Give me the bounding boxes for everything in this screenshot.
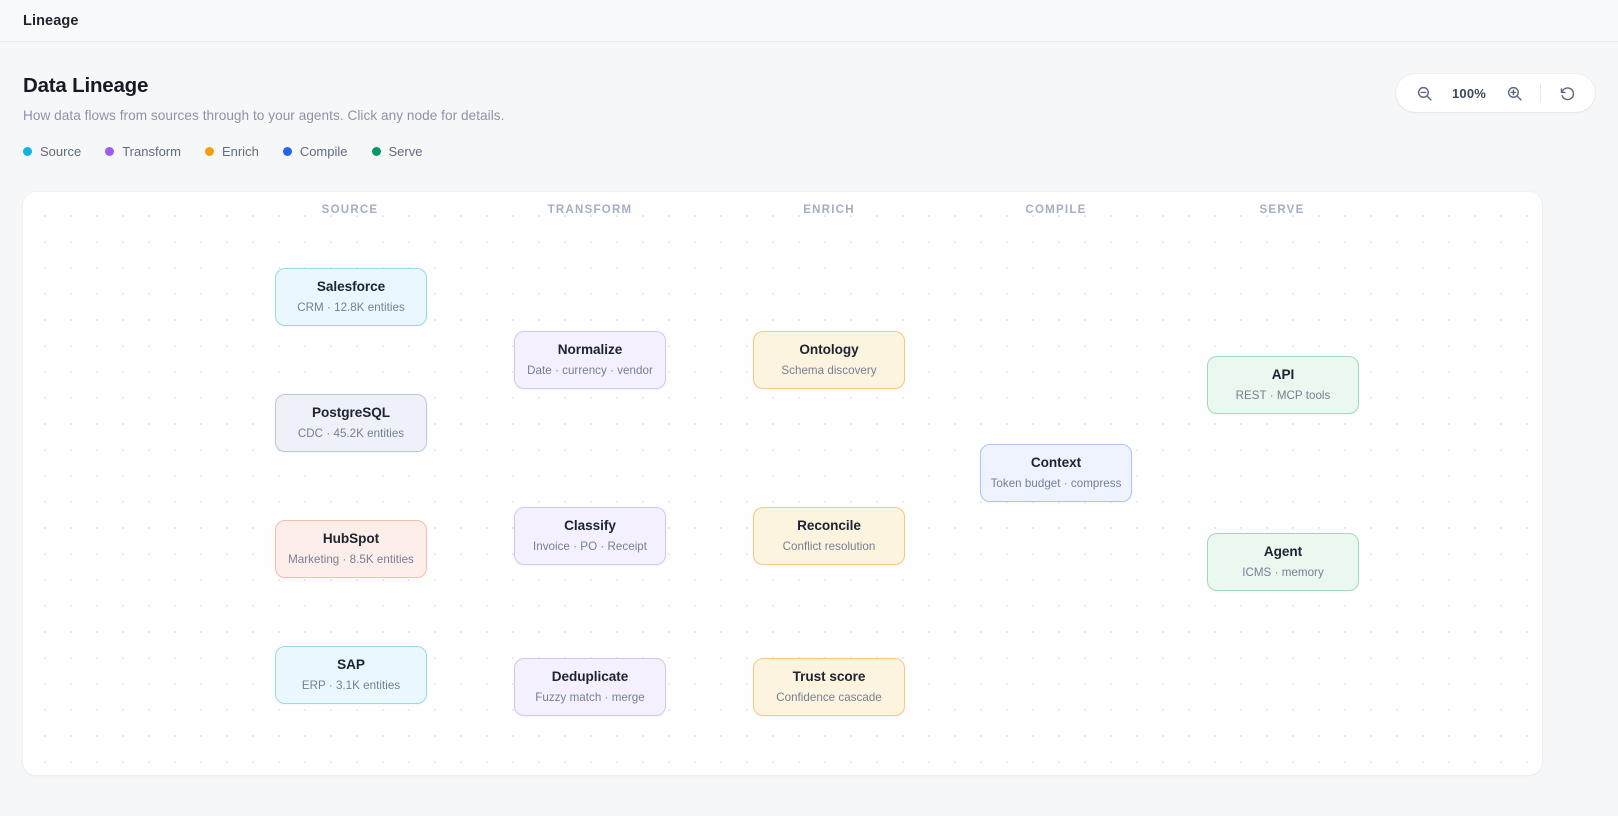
node-title: Agent <box>1263 544 1303 560</box>
node-title: Salesforce <box>316 279 386 295</box>
zoom-in-icon[interactable] <box>1502 81 1526 105</box>
node-meta: REST · MCP tools <box>1235 388 1331 402</box>
legend-dot-icon <box>371 147 381 156</box>
legend-item-enrich: Enrich <box>204 144 259 159</box>
node-title: HubSpot <box>322 531 380 547</box>
legend-label: Enrich <box>221 144 259 159</box>
legend-dot-icon <box>23 147 32 156</box>
legend-label: Source <box>40 144 82 159</box>
legend-item-compile: Compile <box>282 144 348 159</box>
legend-dot-icon <box>282 147 292 156</box>
stage-legend: Source Transform Enrich Compile Serve <box>23 144 1595 159</box>
legend-dot-icon <box>204 147 214 156</box>
node-meta: Token budget · compress <box>990 476 1122 490</box>
column-header-enrich: ENRICH <box>803 204 855 216</box>
node-title: Classify <box>564 518 616 534</box>
node-postgresql[interactable]: PostgreSQL CDC · 45.2K entities <box>275 394 427 452</box>
node-title: Reconcile <box>797 518 861 534</box>
page-header: Data Lineage How data flows from sources… <box>0 42 1618 159</box>
app-bar: Lineage <box>0 0 1618 42</box>
node-sap[interactable]: SAP ERP · 3.1K entities <box>275 646 427 704</box>
node-title: Ontology <box>799 342 859 358</box>
node-meta: ICMS · memory <box>1242 565 1324 579</box>
node-title: Context <box>1030 455 1082 471</box>
node-meta: CDC · 45.2K entities <box>297 426 405 440</box>
node-title: Deduplicate <box>551 669 629 685</box>
page-title: Data Lineage <box>23 74 149 97</box>
app-title: Lineage <box>23 12 79 29</box>
zoom-out-icon[interactable] <box>1412 81 1436 105</box>
node-meta: Schema discovery <box>781 363 877 377</box>
node-meta: Date · currency · vendor <box>527 363 653 377</box>
node-title: SAP <box>337 657 365 673</box>
zoom-toolbar: 100% <box>1396 74 1595 112</box>
page-subtitle: How data flows from sources through to y… <box>23 108 505 123</box>
legend-item-serve: Serve <box>371 144 423 159</box>
node-title: PostgreSQL <box>311 405 391 421</box>
node-title: Trust score <box>792 669 866 685</box>
column-header-compile: COMPILE <box>1025 204 1087 216</box>
legend-label: Transform <box>122 144 181 159</box>
node-meta: Conflict resolution <box>782 539 876 553</box>
column-header-transform: TRANSFORM <box>547 204 633 216</box>
node-api[interactable]: API REST · MCP tools <box>1207 356 1359 414</box>
zoom-level-label: 100% <box>1451 85 1487 101</box>
legend-item-source: Source <box>23 144 81 159</box>
column-header-serve: SERVE <box>1259 204 1305 216</box>
legend-label: Compile <box>299 144 348 159</box>
legend-item-transform: Transform <box>105 144 181 159</box>
node-meta: CRM · 12.8K entities <box>297 300 405 314</box>
node-meta: Fuzzy match · merge <box>535 690 645 704</box>
node-title: API <box>1271 367 1295 383</box>
column-header-source: SOURCE <box>321 204 379 216</box>
node-meta: ERP · 3.1K entities <box>301 678 401 692</box>
toolbar-divider <box>1540 84 1541 102</box>
lineage-canvas[interactable]: SOURCE TRANSFORM ENRICH COMPILE SERVE Salesf… <box>23 192 1542 775</box>
reset-icon[interactable] <box>1555 81 1579 105</box>
legend-label: Serve <box>388 144 423 159</box>
node-title: Normalize <box>557 342 623 358</box>
legend-dot-icon <box>105 147 115 156</box>
node-meta: Confidence cascade <box>776 690 882 704</box>
node-meta: Invoice · PO · Receipt <box>532 539 648 553</box>
node-meta: Marketing · 8.5K entities <box>288 552 414 566</box>
